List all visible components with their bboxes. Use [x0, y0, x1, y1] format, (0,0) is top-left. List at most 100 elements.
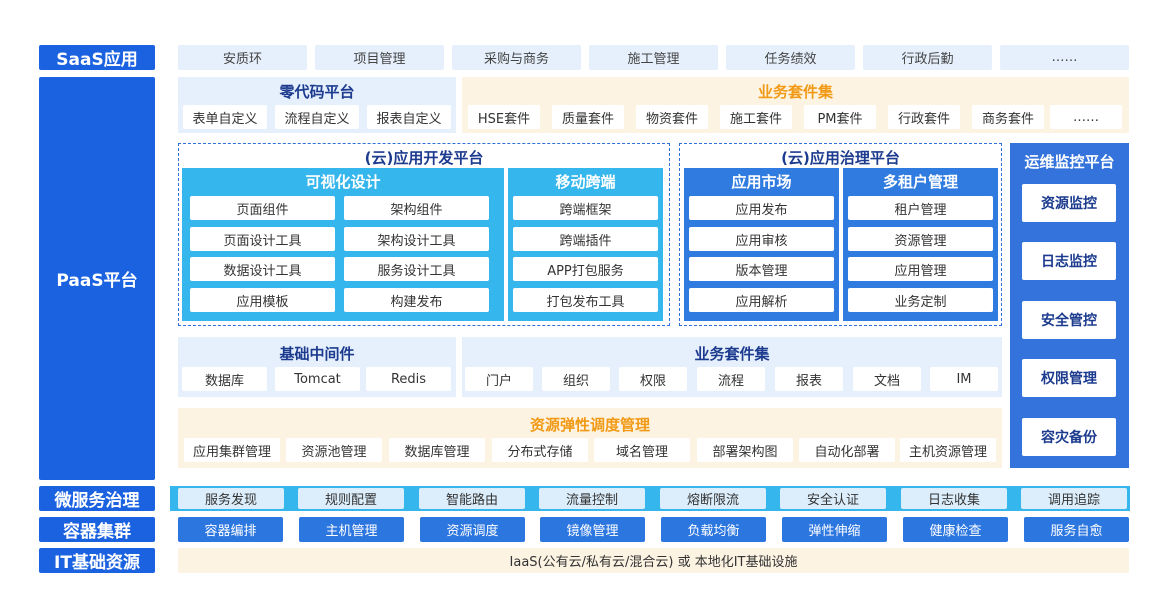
ops-item: 权限管理 — [1022, 359, 1116, 397]
saas-item: 安质环 — [178, 45, 307, 70]
micro-item: 智能路由 — [419, 488, 525, 509]
micro-item: 安全认证 — [780, 488, 886, 509]
suite-item: 行政套件 — [888, 105, 960, 129]
micro-item: 调用追踪 — [1021, 488, 1127, 509]
ops-item: 安全管控 — [1022, 301, 1116, 339]
gov-platform-title: (云)应用治理平台 — [781, 148, 900, 167]
resource-item: 数据库管理 — [389, 438, 485, 462]
middleware-item: Tomcat — [275, 367, 360, 391]
suite-item: PM套件 — [804, 105, 876, 129]
business-suite-mid-panel: 业务套件集 门户 组织 权限 流程 报表 文档 IM — [462, 337, 1002, 397]
visual-item: 应用模板 — [190, 288, 335, 312]
market-item: 版本管理 — [689, 257, 834, 281]
saas-item: 项目管理 — [315, 45, 444, 70]
suite-item: 商务套件 — [972, 105, 1044, 129]
resource-item: 自动化部署 — [799, 438, 895, 462]
suite-item: 物资套件 — [636, 105, 708, 129]
resource-item: 域名管理 — [594, 438, 690, 462]
visual-item: 页面设计工具 — [190, 227, 335, 251]
middleware-item: 数据库 — [182, 367, 267, 391]
micro-item: 服务发现 — [178, 488, 284, 509]
suite-mid-item: 权限 — [619, 367, 687, 391]
visual-design-panel: 可视化设计 页面组件 架构组件 页面设计工具 架构设计工具 数据设计工具 服务设… — [182, 168, 504, 321]
resource-item: 分布式存储 — [492, 438, 588, 462]
middleware-item: Redis — [366, 367, 451, 391]
suite-item: 施工套件 — [720, 105, 792, 129]
suite-mid-item: 报表 — [775, 367, 843, 391]
resource-item: 主机资源管理 — [900, 438, 996, 462]
visual-item: 服务设计工具 — [344, 257, 489, 281]
mobile-panel: 移动跨端 跨端框架 跨端插件 APP打包服务 打包发布工具 — [508, 168, 663, 321]
lowcode-item: 表单自定义 — [183, 105, 267, 129]
container-item: 健康检查 — [903, 517, 1008, 542]
middleware-title: 基础中间件 — [279, 344, 355, 363]
ops-title: 运维监控平台 — [1024, 152, 1115, 171]
container-item: 资源调度 — [420, 517, 525, 542]
mobile-item: 打包发布工具 — [513, 288, 658, 312]
mobile-item: APP打包服务 — [513, 257, 658, 281]
lowcode-title: 零代码平台 — [279, 82, 355, 101]
resource-item: 资源池管理 — [286, 438, 382, 462]
container-item: 容器编排 — [178, 517, 283, 542]
app-market-title: 应用市场 — [731, 172, 792, 191]
gov-platform-panel: (云)应用治理平台 应用市场 应用发布 应用审核 版本管理 应用解析 多租户管理… — [679, 143, 1002, 326]
micro-item: 熔断限流 — [660, 488, 766, 509]
container-item: 负载均衡 — [661, 517, 766, 542]
row-label-container: 容器集群 — [39, 517, 155, 542]
mobile-item: 跨端框架 — [513, 196, 658, 220]
visual-item: 架构组件 — [344, 196, 489, 220]
suite-mid-item: 文档 — [853, 367, 921, 391]
ops-item: 容灾备份 — [1022, 418, 1116, 456]
microservice-row: 服务发现 规则配置 智能路由 流量控制 熔断限流 安全认证 日志收集 调用追踪 — [170, 486, 1130, 511]
lowcode-item: 报表自定义 — [367, 105, 451, 129]
row-label-paas: PaaS平台 — [39, 77, 155, 480]
ops-item: 日志监控 — [1022, 242, 1116, 280]
visual-item: 页面组件 — [190, 196, 335, 220]
row-label-it: IT基础资源 — [39, 548, 155, 573]
tenant-panel: 多租户管理 租户管理 资源管理 应用管理 业务定制 — [843, 168, 998, 321]
saas-item: 任务绩效 — [726, 45, 855, 70]
tenant-item: 应用管理 — [848, 257, 993, 281]
suite-mid-item: 组织 — [542, 367, 610, 391]
resource-title: 资源弹性调度管理 — [529, 415, 650, 434]
market-item: 应用审核 — [689, 227, 834, 251]
tenant-item: 业务定制 — [848, 288, 993, 312]
lowcode-panel: 零代码平台 表单自定义 流程自定义 报表自定义 — [178, 77, 456, 133]
suite-mid-item: IM — [930, 367, 998, 391]
row-label-saas: SaaS应用 — [39, 45, 155, 70]
visual-design-title: 可视化设计 — [305, 172, 381, 191]
dev-platform-panel: (云)应用开发平台 可视化设计 页面组件 架构组件 页面设计工具 架构设计工具 … — [178, 143, 670, 326]
visual-item: 构建发布 — [344, 288, 489, 312]
dev-platform-title: (云)应用开发平台 — [364, 148, 484, 167]
business-suite-top-panel: 业务套件集 HSE套件 质量套件 物资套件 施工套件 PM套件 行政套件 商务套… — [462, 77, 1129, 133]
container-item: 主机管理 — [299, 517, 404, 542]
suite-mid-item: 门户 — [465, 367, 533, 391]
saas-item: 行政后勤 — [863, 45, 992, 70]
visual-item: 架构设计工具 — [344, 227, 489, 251]
saas-item: …… — [1000, 45, 1129, 70]
tenant-item: 租户管理 — [848, 196, 993, 220]
visual-item: 数据设计工具 — [190, 257, 335, 281]
resource-panel: 资源弹性调度管理 应用集群管理 资源池管理 数据库管理 分布式存储 域名管理 部… — [178, 408, 1002, 468]
mobile-title: 移动跨端 — [555, 172, 616, 191]
micro-item: 日志收集 — [901, 488, 1007, 509]
row-label-microservice: 微服务治理 — [39, 486, 155, 511]
tenant-item: 资源管理 — [848, 227, 993, 251]
app-market-panel: 应用市场 应用发布 应用审核 版本管理 应用解析 — [684, 168, 839, 321]
saas-item: 采购与商务 — [452, 45, 581, 70]
suite-item: …… — [1050, 105, 1122, 129]
suite-item: HSE套件 — [468, 105, 540, 129]
suite-item: 质量套件 — [552, 105, 624, 129]
micro-item: 流量控制 — [539, 488, 645, 509]
ops-item: 资源监控 — [1022, 184, 1116, 222]
business-suite-top-title: 业务套件集 — [757, 82, 833, 101]
middleware-panel: 基础中间件 数据库 Tomcat Redis — [178, 337, 456, 397]
tenant-title: 多租户管理 — [882, 172, 958, 191]
business-suite-mid-title: 业务套件集 — [694, 344, 770, 363]
container-item: 弹性伸缩 — [782, 517, 887, 542]
market-item: 应用解析 — [689, 288, 834, 312]
lowcode-item: 流程自定义 — [275, 105, 359, 129]
suite-mid-item: 流程 — [697, 367, 765, 391]
iaas-bar: IaaS(公有云/私有云/混合云) 或 本地化IT基础设施 — [178, 548, 1129, 573]
container-item: 服务自愈 — [1024, 517, 1129, 542]
